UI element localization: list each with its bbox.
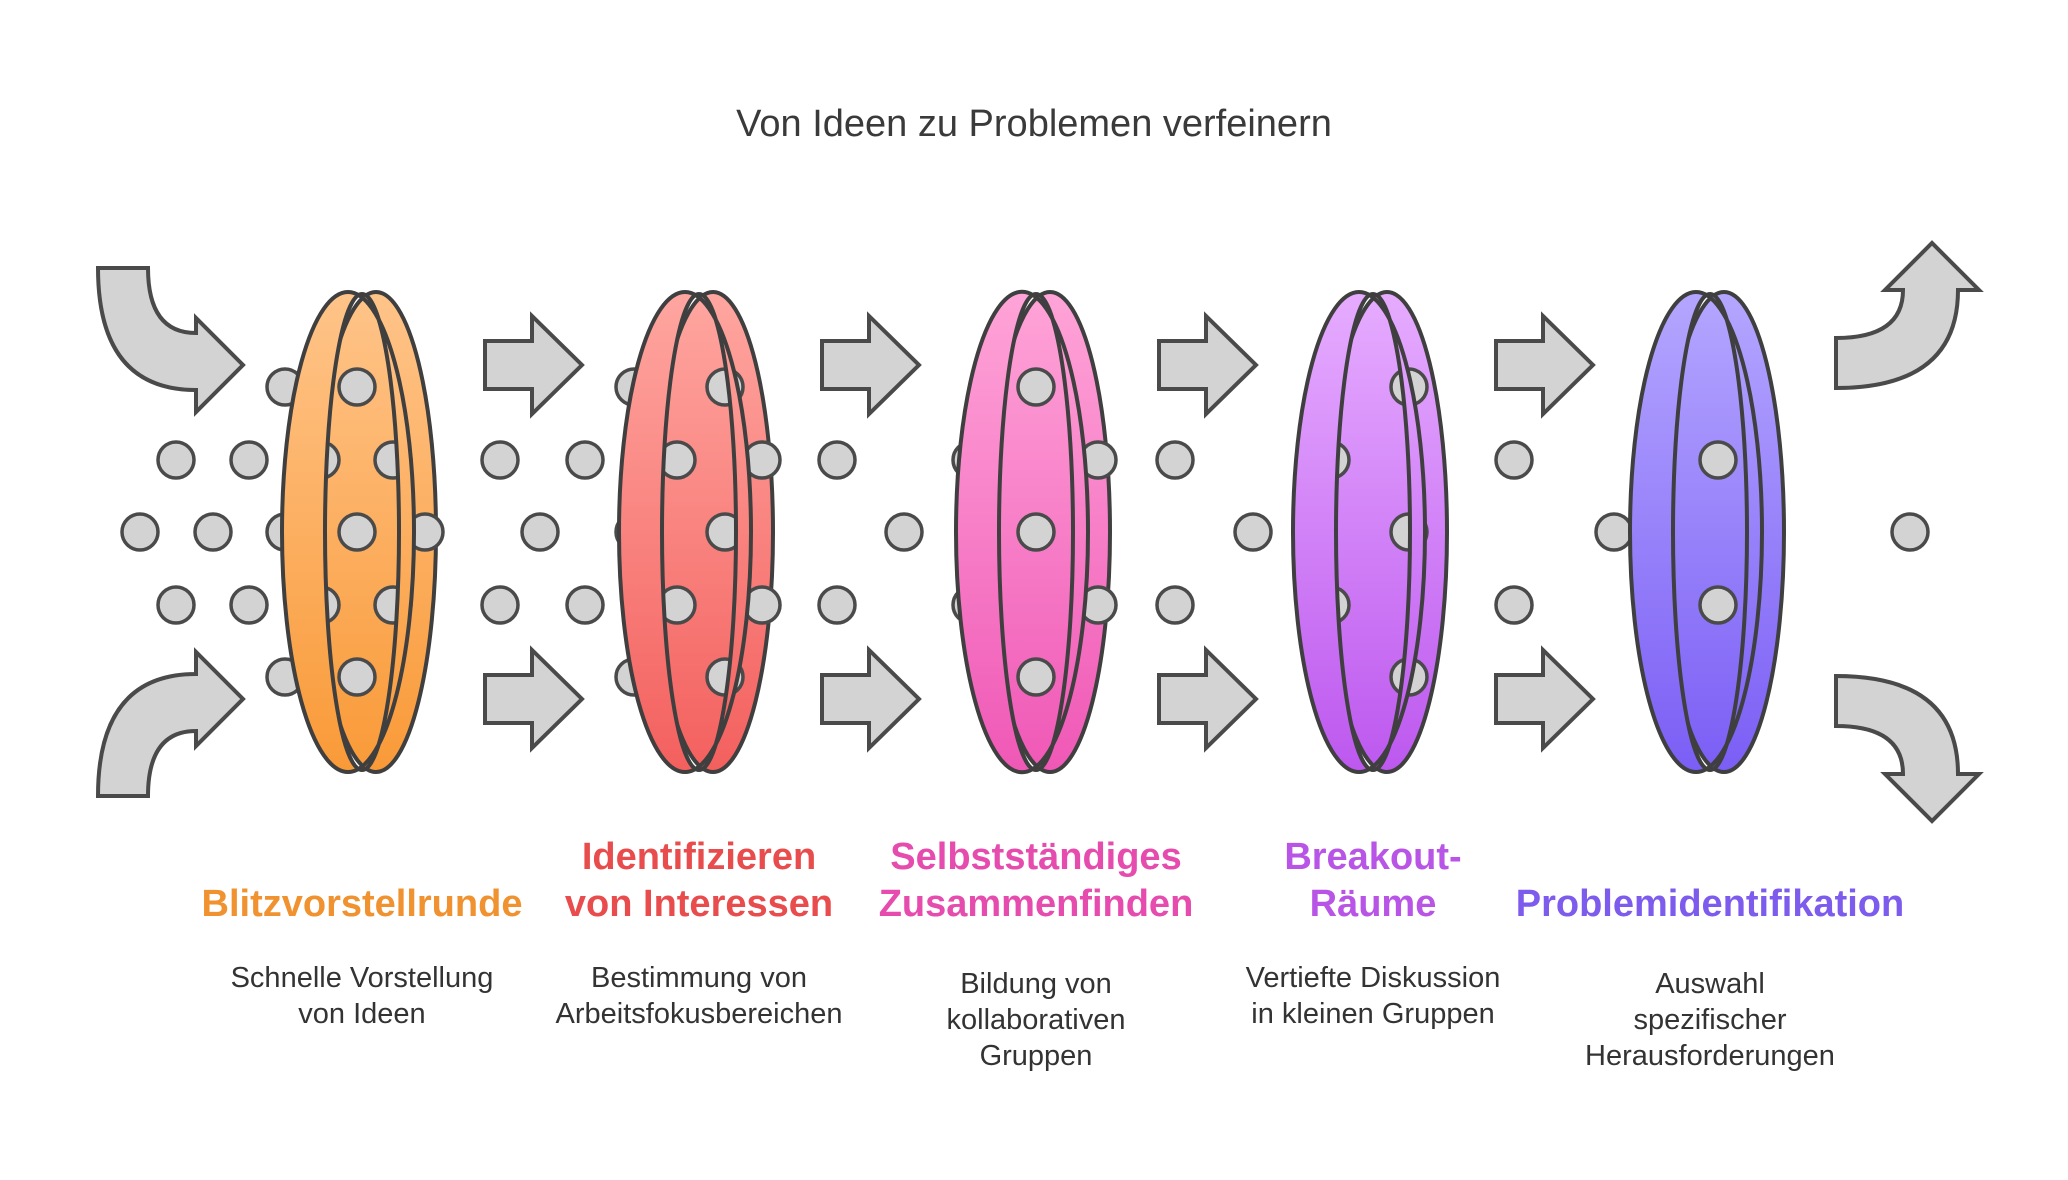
idea-dot-icon xyxy=(1016,512,1056,552)
diagram-title: Von Ideen zu Problemen verfeinern xyxy=(736,103,1332,145)
idea-dot-icon xyxy=(817,440,857,480)
stage-description: in kleinen Gruppen xyxy=(1251,998,1494,1030)
arrow-right-icon xyxy=(1494,645,1596,753)
incoming-curved-arrow-bottom-icon xyxy=(95,647,246,798)
idea-dot-icon xyxy=(229,440,269,480)
idea-dot-icon xyxy=(1233,512,1273,552)
filter-ring-band xyxy=(1627,290,1765,774)
outgoing-curved-arrow-top-icon xyxy=(1834,240,1984,391)
idea-dot-icon xyxy=(1494,440,1534,480)
filter-ring-band xyxy=(279,290,417,774)
arrow-right-icon xyxy=(1157,311,1259,419)
rings-front-group xyxy=(279,290,1765,774)
stage-title: Räume xyxy=(1310,883,1437,925)
incoming-curved-arrow-top-icon xyxy=(95,266,246,417)
stage-title: Problemidentifikation xyxy=(1516,883,1904,925)
filter-ring-icon xyxy=(1290,290,1428,774)
idea-dot-icon xyxy=(1016,657,1056,697)
filter-ring-icon xyxy=(279,290,417,774)
stage-description: spezifischer xyxy=(1633,1004,1786,1036)
stage-description: Herausforderungen xyxy=(1585,1040,1835,1072)
filter-ring-icon xyxy=(1627,290,1765,774)
idea-dot-icon xyxy=(1155,585,1195,625)
idea-dot-icon xyxy=(1890,512,1930,552)
idea-dot-icon xyxy=(884,512,924,552)
stage-description: kollaborativen xyxy=(947,1004,1126,1036)
filter-ring-band xyxy=(953,290,1091,774)
stage-title: Breakout- xyxy=(1284,836,1461,878)
filter-ring-icon xyxy=(616,290,754,774)
idea-dot-icon xyxy=(337,512,377,552)
arrow-right-icon xyxy=(483,311,585,419)
stage-description: Gruppen xyxy=(980,1040,1093,1072)
idea-dot-icon xyxy=(1594,512,1634,552)
idea-dot-icon xyxy=(817,585,857,625)
idea-dot-icon xyxy=(565,585,605,625)
idea-dot-icon xyxy=(1494,585,1534,625)
stage-title: Identifizieren xyxy=(582,836,816,878)
idea-dot-icon xyxy=(565,440,605,480)
idea-dot-icon xyxy=(156,440,196,480)
filter-ring-band xyxy=(616,290,754,774)
arrow-right-icon xyxy=(483,645,585,753)
flow-arrows-group xyxy=(483,311,1596,753)
idea-dot-icon xyxy=(1016,367,1056,407)
idea-dot-icon xyxy=(229,585,269,625)
stage-description: Vertiefte Diskussion xyxy=(1246,962,1501,994)
filter-ring-band xyxy=(1290,290,1428,774)
idea-dot-icon xyxy=(480,440,520,480)
idea-dot-icon xyxy=(520,512,560,552)
arrow-right-icon xyxy=(1494,311,1596,419)
stage-description: Arbeitsfokusbereichen xyxy=(556,998,843,1030)
idea-dot-icon xyxy=(337,657,377,697)
stage-title: Selbstständiges xyxy=(890,836,1181,878)
stage-title: Blitzvorstellrunde xyxy=(202,883,523,925)
outgoing-curved-arrow-bottom-icon xyxy=(1834,673,1984,824)
idea-dot-icon xyxy=(1698,585,1738,625)
idea-dot-icon xyxy=(120,512,160,552)
idea-dot-icon xyxy=(1698,440,1738,480)
stage-description: von Ideen xyxy=(298,998,425,1030)
stage-title: von Interessen xyxy=(565,883,833,925)
idea-dot-icon xyxy=(337,367,377,407)
arrow-right-icon xyxy=(820,311,922,419)
stage-description: Bildung von xyxy=(960,968,1112,1000)
idea-dot-icon xyxy=(156,585,196,625)
filter-ring-icon xyxy=(953,290,1091,774)
stage-description: Schnelle Vorstellung xyxy=(231,962,494,994)
arrow-right-icon xyxy=(820,645,922,753)
stage-description: Bestimmung von xyxy=(591,962,807,994)
stage-description: Auswahl xyxy=(1655,968,1765,1000)
arrow-right-icon xyxy=(1157,645,1259,753)
idea-dot-icon xyxy=(193,512,233,552)
idea-dot-icon xyxy=(1155,440,1195,480)
idea-dot-icon xyxy=(480,585,520,625)
stage-title: Zusammenfinden xyxy=(879,883,1194,925)
